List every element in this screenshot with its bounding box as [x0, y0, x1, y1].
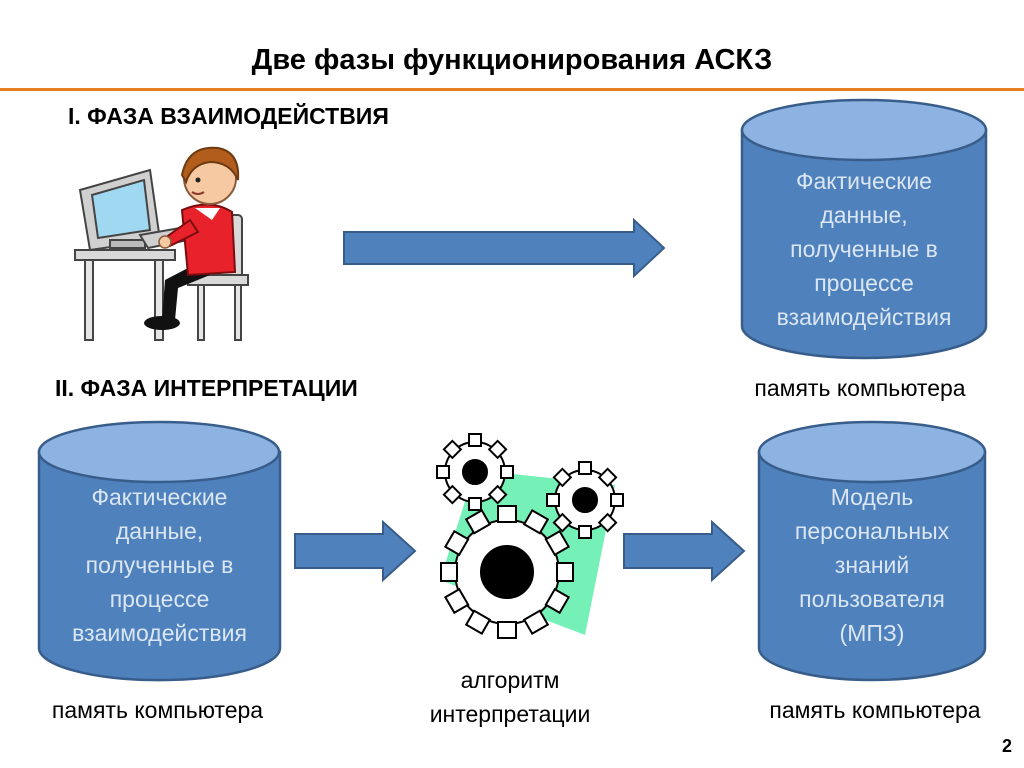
storage-line: Фактические [91, 484, 228, 510]
phase2-input-storage-caption: память компьютера [51, 697, 264, 723]
storage-line: Модель [830, 484, 914, 510]
algorithm-caption-line: алгоритм [460, 667, 560, 693]
phase1-label: I. ФАЗА ВЗАИМОДЕЙСТВИЯ [68, 103, 389, 129]
phase2-output-arrow-icon [623, 519, 746, 583]
storage-line: процессе [109, 586, 210, 612]
phase2-input-arrow-icon [294, 519, 417, 583]
phase2-output-storage-text: Модель персональных знаний пользователя … [757, 480, 987, 650]
phase1-storage-text: Фактические данные, полученные в процесс… [740, 164, 988, 334]
phase1-storage-caption: память компьютера [754, 375, 966, 401]
phase2-input-storage-cylinder: Фактические данные, полученные в процесс… [37, 420, 282, 682]
title-divider [0, 88, 1024, 91]
algorithm-caption: алгоритм интерпретации [400, 663, 620, 731]
phase2-label: II. ФАЗА ИНТЕРПРЕТАЦИИ [55, 375, 358, 401]
storage-line: процессе [814, 270, 914, 296]
storage-line: пользователя [799, 586, 945, 612]
storage-line: взаимодействия [776, 304, 952, 330]
phase2-input-storage-text: Фактические данные, полученные в процесс… [37, 480, 282, 650]
storage-line: персональных [794, 518, 950, 544]
database-icon [757, 420, 987, 682]
storage-line: (МПЗ) [839, 620, 905, 646]
storage-line: данные, [115, 518, 204, 544]
storage-line: полученные в [790, 236, 938, 262]
algorithm-caption-line: интерпретации [429, 701, 591, 727]
phase2-output-storage-caption: память компьютера [769, 697, 981, 723]
storage-line: взаимодействия [72, 620, 247, 646]
gears-icon [436, 433, 624, 639]
phase2-output-storage-cylinder: Модель персональных знаний пользователя … [757, 420, 987, 682]
storage-line: Фактические [796, 168, 932, 194]
storage-line: полученные в [85, 552, 234, 578]
database-icon [37, 420, 282, 682]
user-at-computer-icon [74, 146, 249, 341]
phase1-storage-cylinder: Фактические данные, полученные в процесс… [740, 98, 988, 360]
slide-title: Две фазы функционирования АСКЗ [251, 44, 773, 76]
storage-line: знаний [834, 552, 910, 578]
phase1-arrow-icon [343, 217, 666, 279]
page-number: 2 [1001, 736, 1012, 756]
storage-line: данные, [820, 202, 908, 228]
database-icon [740, 98, 988, 360]
